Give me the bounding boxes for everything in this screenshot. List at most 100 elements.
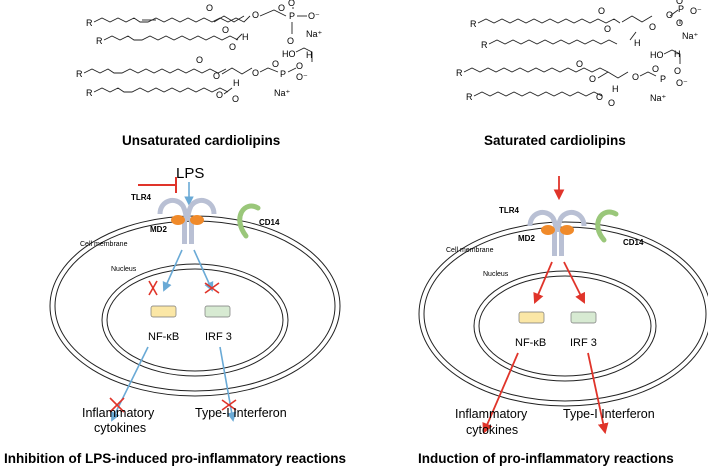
atom-o: O — [222, 25, 229, 35]
tlr4-receptor — [527, 209, 587, 256]
output-arrow-interferon — [587, 352, 609, 435]
atom-na-plus: Na⁺ — [274, 88, 291, 98]
atom-h: H — [674, 49, 681, 59]
signal-arrow-nfkb — [533, 261, 553, 304]
atom-r: R — [76, 69, 83, 79]
atom-r: R — [481, 40, 488, 50]
atom-o: O — [296, 61, 303, 71]
cd14-label: CD14 — [259, 218, 280, 227]
atom-r: R — [86, 88, 93, 98]
nfkb-box — [150, 305, 177, 318]
nfkb-box — [518, 311, 545, 324]
nfkb-label: NF-κB — [148, 331, 179, 343]
lps-label: LPS — [176, 165, 204, 182]
atom-h: H — [242, 32, 249, 42]
interferon-label: Type-I Interferon — [563, 407, 655, 421]
atom-o: O — [229, 42, 236, 52]
block-mark — [221, 399, 237, 411]
atom-r: R — [86, 18, 93, 28]
atom-o: O — [252, 68, 259, 78]
atom-o: O — [608, 98, 615, 108]
nucleus-inner — [478, 275, 652, 377]
atom-ho: HO — [282, 49, 296, 59]
cell-membrane-label: Cell membrane — [80, 241, 128, 248]
cell-membrane-label: Cell membrane — [446, 247, 494, 254]
atom-r: R — [470, 19, 477, 29]
block-mark — [148, 280, 158, 296]
nucleus-inner — [106, 268, 284, 372]
atom-o: O — [252, 10, 259, 20]
cd14-shape — [595, 209, 619, 243]
saturated-caption: Saturated cardiolipins — [484, 133, 626, 148]
atom-o: O — [589, 74, 596, 84]
atom-o: O — [676, 0, 683, 6]
atom-o: O — [666, 10, 673, 20]
irf3-label: IRF 3 — [570, 337, 597, 349]
saturated-cardiolipin-structure: R O O O O P O O⁻ Na⁺ O R H HO H R O O H … — [456, 0, 702, 148]
tlr4-receptor — [157, 197, 217, 244]
atom-o: O — [216, 90, 223, 100]
atom-r: R — [456, 68, 463, 78]
md2-label: MD2 — [150, 225, 167, 234]
induction-caption: Induction of pro-inflammatory reactions — [418, 451, 674, 466]
md2-label: MD2 — [518, 234, 535, 243]
atom-o: O — [674, 66, 681, 76]
atom-o-minus: O⁻ — [676, 78, 688, 88]
atom-na-plus: Na⁺ — [306, 29, 323, 39]
induction-panel: TLR4 MD2 CD14 Cell membrane Nucleus NF-κ… — [418, 176, 708, 466]
atom-p: P — [678, 4, 684, 14]
cytokines-label-line1: Inflammatory — [455, 407, 528, 421]
atom-o: O — [196, 55, 203, 65]
atom-p: P — [660, 74, 666, 84]
atom-r: R — [466, 92, 473, 102]
atom-h: H — [612, 84, 619, 94]
atom-o-minus: O⁻ — [690, 6, 702, 16]
atom-o: O — [652, 64, 659, 74]
cytokines-label-line1: Inflammatory — [82, 406, 155, 420]
unsaturated-cardiolipin-structure: R O O O O P O O⁻ Na⁺ O H R O HO H R O O … — [76, 0, 323, 148]
atom-o: O — [278, 3, 285, 13]
output-arrow-cytokines — [111, 346, 149, 422]
cd14-label: CD14 — [623, 238, 644, 247]
signal-arrow-irf3 — [193, 249, 214, 292]
nfkb-label: NF-κB — [515, 337, 546, 349]
inhibition-caption: Inhibition of LPS-induced pro-inflammato… — [4, 451, 346, 466]
nucleus-outer — [473, 270, 657, 382]
atom-r: R — [96, 36, 103, 46]
atom-o: O — [598, 6, 605, 16]
atom-p: P — [289, 11, 295, 21]
atom-h: H — [233, 78, 240, 88]
atom-o: O — [576, 59, 583, 69]
unsaturated-caption: Unsaturated cardiolipins — [122, 133, 280, 148]
atom-o: O — [632, 72, 639, 82]
signal-arrow-nfkb — [162, 249, 183, 292]
interferon-label: Type-I Interferon — [195, 406, 287, 420]
cell-membrane-outer — [418, 221, 708, 407]
tlr4-label: TLR4 — [131, 193, 152, 202]
cytokines-label-line2: cytokines — [466, 423, 518, 437]
atom-o: O — [232, 94, 239, 104]
output-arrow-cytokines — [482, 352, 519, 434]
atom-o-minus: O⁻ — [308, 11, 320, 21]
atom-o-minus: O⁻ — [296, 72, 308, 82]
atom-na-plus: Na⁺ — [682, 31, 699, 41]
atom-o: O — [272, 59, 279, 69]
irf3-box — [204, 305, 231, 318]
cd14-shape — [237, 203, 261, 239]
tlr4-label: TLR4 — [499, 206, 520, 215]
atom-h: H — [634, 38, 641, 48]
atom-o: O — [206, 3, 213, 13]
output-arrow-interferon — [219, 346, 237, 422]
atom-o: O — [676, 18, 683, 28]
atom-o: O — [213, 71, 220, 81]
nucleus-label: Nucleus — [111, 266, 137, 273]
atom-o: O — [649, 22, 656, 32]
atom-na-plus: Na⁺ — [650, 93, 667, 103]
atom-ho: HO — [650, 50, 664, 60]
atom-o: O — [596, 92, 603, 102]
signal-arrow-irf3 — [563, 261, 585, 304]
nucleus-label: Nucleus — [483, 271, 509, 278]
block-mark — [109, 397, 125, 413]
irf3-label: IRF 3 — [205, 331, 232, 343]
